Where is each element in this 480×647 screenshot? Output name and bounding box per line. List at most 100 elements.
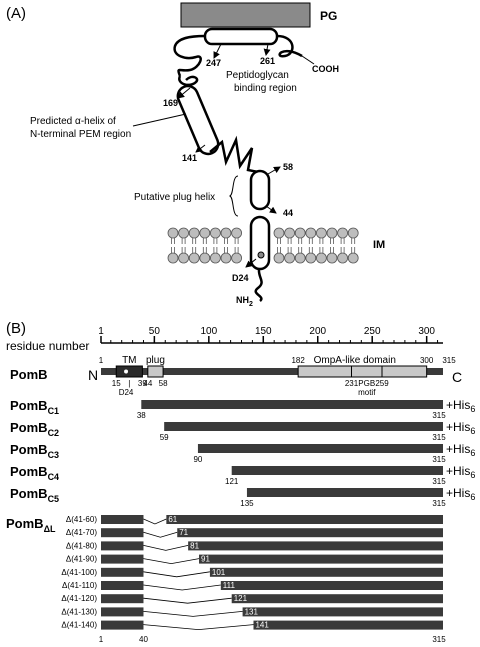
plug-label: plug: [146, 355, 165, 366]
deletion-nterm-bar: [101, 594, 144, 604]
deletion-gap: [143, 571, 210, 578]
pgb-label-2: binding region: [234, 83, 297, 94]
construct-bar: [197, 444, 443, 453]
construct-end: 315: [432, 477, 446, 486]
deletion-gap: [143, 624, 254, 631]
construct-start: 135: [240, 499, 254, 508]
deletion-label: Δ(41-140): [61, 621, 97, 630]
tm-label: TM: [122, 355, 136, 366]
panel-b-label: (B): [6, 320, 26, 337]
lipid-head: [188, 227, 200, 239]
deletion-resume: 91: [201, 555, 210, 564]
lipid-head: [305, 252, 317, 264]
his-tag: +His6: [446, 464, 475, 480]
deletion-label: Δ(41-100): [61, 568, 97, 577]
construct-start: 121: [225, 477, 239, 486]
ompa-domain: [297, 365, 428, 378]
deletion-row: Δ(41-110) 111: [62, 581, 443, 591]
deletion-resume: 81: [190, 541, 199, 550]
ruler-tick-label: 150: [255, 326, 272, 337]
inner-membrane: [167, 227, 359, 264]
lipid-head: [347, 252, 359, 264]
lipid-head: [209, 252, 221, 264]
lipid-head: [178, 252, 190, 264]
lipid-head: [220, 252, 232, 264]
deletion-label: Δ(41-60): [66, 515, 97, 524]
deletion-nterm-bar: [101, 515, 144, 524]
deletion-resume: 141: [255, 621, 269, 630]
lipid-head: [284, 252, 296, 264]
pgb-helix: [203, 27, 279, 46]
pem-alpha-helix: [176, 84, 220, 156]
deletion-row: Δ(41-60) 61: [66, 515, 443, 525]
lipid-head: [199, 252, 211, 264]
deletion-row: Δ(41-90) 91: [66, 554, 443, 565]
lipid-head: [284, 227, 296, 239]
bot-res-58: 58: [159, 379, 168, 388]
his-tag: +His6: [446, 420, 475, 436]
top-res-1: 1: [99, 356, 104, 365]
res-141: 141: [182, 153, 197, 163]
motif-label: motif: [358, 388, 376, 397]
deletion-row: Δ(41-70)71: [66, 528, 443, 538]
deletion-nterm-bar: [101, 567, 144, 577]
nh2-label: NH2: [236, 295, 253, 308]
top-res-315: 315: [442, 356, 456, 365]
deletion-nterm-bar: [101, 528, 144, 538]
deletion-gap: [143, 584, 221, 591]
residue-number-label: residue number: [6, 339, 89, 353]
lipid-head: [347, 227, 359, 239]
deletion-row: Δ(41-140) 141: [61, 620, 443, 631]
deletion-cterm-bar: [199, 554, 443, 564]
construct-bar: [231, 466, 443, 475]
tm-helix: [249, 215, 271, 271]
deletion-resume: 111: [223, 581, 236, 590]
deletion-resume: 61: [168, 515, 177, 524]
ruler-tick-label: 1: [98, 326, 104, 337]
deletion-row: Δ(41-130)131: [61, 607, 443, 617]
construct-end: 315: [432, 499, 446, 508]
bot-sep: |: [128, 379, 130, 388]
pgb-loop: [173, 34, 206, 77]
deletion-nterm-bar: [101, 581, 144, 590]
deletion-gap: [143, 518, 167, 525]
lipid-head: [220, 227, 232, 239]
lipid-head: [178, 227, 190, 239]
deletion-label: Δ(41-90): [66, 555, 97, 564]
bot-res-39: 39: [138, 379, 147, 388]
peptidoglycan-layer: [180, 2, 311, 28]
lipid-head: [337, 252, 349, 264]
deletion-gap: [143, 597, 232, 604]
linker-zigzag: [209, 135, 259, 174]
lipid-head: [231, 252, 243, 264]
construct-bar: [164, 422, 443, 431]
lipid-head: [294, 227, 306, 239]
ruler-tick-label: 200: [309, 326, 326, 337]
his-tag: +His6: [446, 486, 475, 502]
deletion-series-label: PomBΔL: [6, 516, 56, 534]
deletion-cterm-bar: [177, 528, 443, 538]
res-44: 44: [283, 208, 293, 218]
lipid-head: [337, 227, 349, 239]
deletion-nterm-bar: [101, 554, 144, 564]
deletion-resume: 131: [245, 607, 259, 616]
pomb-backbone: [101, 368, 443, 375]
lipid-head: [167, 227, 179, 239]
deletion-label: Δ(41-70): [66, 528, 97, 537]
d24-label: D24: [232, 273, 249, 283]
n-terminal-tail: [254, 268, 263, 302]
deletion-label: Δ(41-110): [62, 581, 97, 590]
deletion-cterm-bar: [242, 607, 443, 617]
bot-d24: D24: [119, 388, 134, 397]
bot-res-259: 259: [375, 379, 389, 388]
construct-end: 315: [432, 433, 446, 442]
bot-res-15: 15: [112, 379, 121, 388]
deletion-resume: 101: [212, 568, 226, 577]
ruler-tick-label: 300: [418, 326, 435, 337]
deletion-label: Δ(41-80): [66, 541, 97, 550]
